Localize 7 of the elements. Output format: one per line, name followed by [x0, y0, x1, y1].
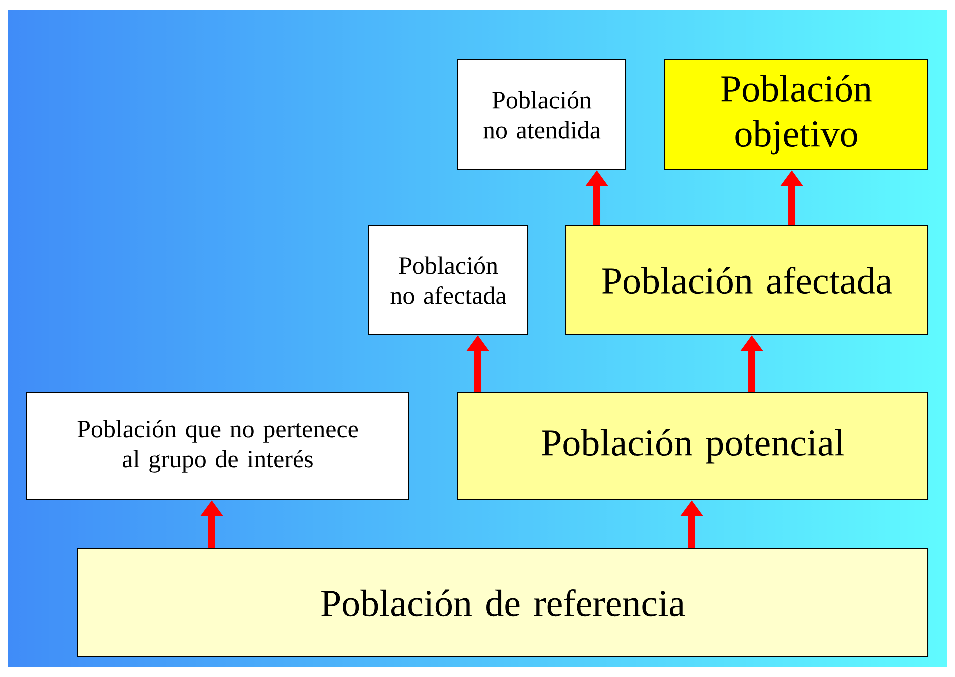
text-box: Población no atendida	[458, 60, 626, 170]
text-box: Población no afectada	[368, 226, 528, 336]
text-box: Población potencial	[458, 392, 928, 500]
text-box: Población afectada	[566, 226, 928, 336]
text-box: Población de referencia	[78, 548, 929, 658]
text-box: Población objetivo	[664, 60, 928, 170]
text-box: Población que no pertenece al grupo de interés	[26, 392, 410, 500]
